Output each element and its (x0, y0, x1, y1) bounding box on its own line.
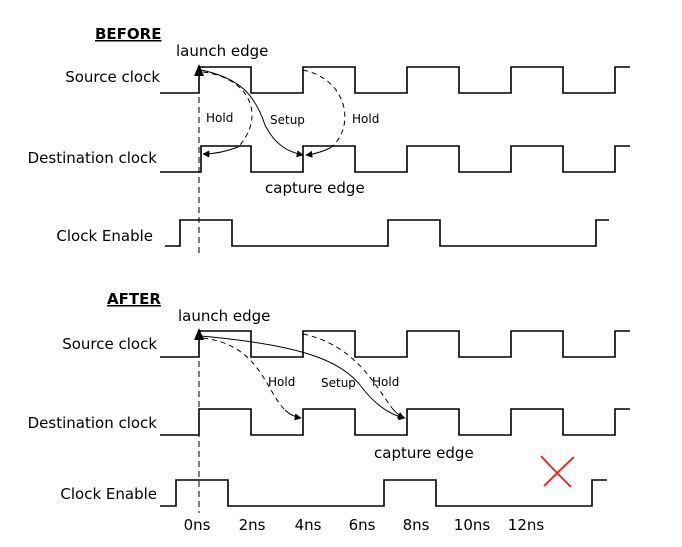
after-panel: AFTER launch edge Source clock Destinati… (28, 290, 630, 513)
time-label-2ns: 2ns (239, 516, 266, 534)
after-hold-left-arc (202, 337, 286, 411)
before-clock-enable-wave (165, 219, 609, 247)
time-label-0ns: 0ns (184, 516, 211, 534)
after-hold-left-arrow (284, 409, 302, 421)
after-setup-label: Setup (321, 376, 356, 390)
after-destination-clock-wave (160, 408, 630, 436)
before-clock-enable-label: Clock Enable (56, 227, 153, 245)
after-hold-right-arc (302, 333, 393, 409)
before-panel: BEFORE launch edge Source clock Destinat… (28, 25, 630, 256)
before-source-clock-wave (160, 66, 630, 94)
before-setup-arrow (200, 69, 304, 158)
before-hold-right-arrow (305, 147, 331, 158)
after-destination-clock-label: Destination clock (28, 414, 158, 432)
after-section-title: AFTER (107, 290, 161, 308)
before-section-title: BEFORE (95, 25, 161, 43)
time-label-8ns: 8ns (403, 516, 430, 534)
after-launch-edge-label: launch edge (178, 307, 270, 325)
before-launch-arrow (194, 64, 204, 76)
before-setup-label: Setup (270, 113, 305, 127)
after-source-clock-label: Source clock (62, 335, 157, 353)
before-hold-left-label: Hold (206, 111, 233, 125)
before-hold-left-arc (202, 71, 253, 146)
before-capture-edge-label: capture edge (265, 179, 365, 197)
before-hold-left-arrow (202, 146, 239, 158)
before-destination-clock-label: Destination clock (28, 149, 158, 167)
after-clock-enable-label: Clock Enable (60, 485, 157, 503)
after-clock-enable-wave (160, 479, 607, 507)
time-label-6ns: 6ns (349, 516, 376, 534)
after-capture-edge-label: capture edge (374, 444, 474, 462)
after-setup-arrow (200, 335, 406, 421)
after-hold-right-label: Hold (372, 375, 399, 389)
time-label-10ns: 10ns (454, 516, 491, 534)
invalid-x-icon (540, 455, 575, 488)
time-axis: 0ns 2ns 4ns 6ns 8ns 10ns 12ns (184, 516, 545, 534)
before-hold-right-arc (302, 69, 346, 149)
time-label-4ns: 4ns (295, 516, 322, 534)
before-hold-right-label: Hold (352, 112, 379, 126)
before-destination-clock-wave (160, 145, 630, 173)
after-source-clock-wave (160, 330, 630, 358)
after-launch-arrow (194, 328, 204, 340)
before-source-clock-label: Source clock (65, 68, 160, 86)
time-label-12ns: 12ns (508, 516, 545, 534)
after-hold-left-label: Hold (268, 375, 295, 389)
before-launch-edge-label: launch edge (176, 42, 268, 60)
after-hold-right-arrow (391, 407, 405, 419)
